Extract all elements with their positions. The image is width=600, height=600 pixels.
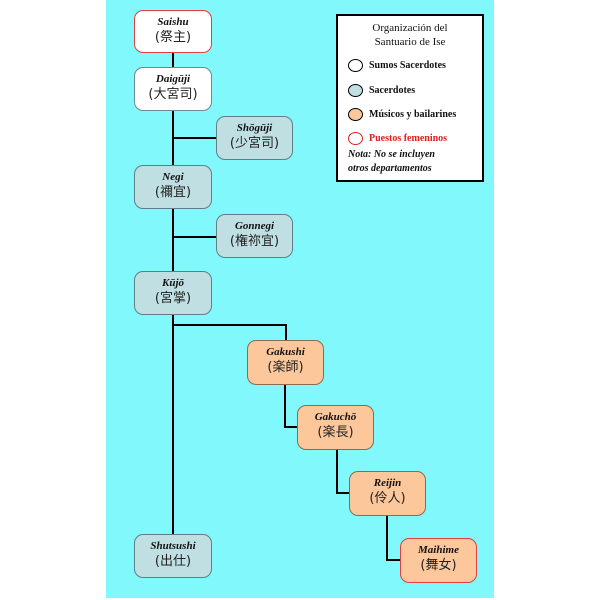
blue-circle-icon	[348, 83, 363, 97]
legend-title-line1: Organización del	[372, 22, 448, 34]
legend-label: Puestos femeninos	[369, 132, 448, 144]
node-gakucho: Gakuchō (楽長)	[297, 405, 374, 450]
legend-title: Organización del Santuario de Ise	[338, 21, 482, 50]
node-maihime: Maihime (舞女)	[400, 538, 477, 583]
node-romaji: Maihime	[418, 544, 459, 556]
node-kanji: (祭主)	[154, 29, 192, 45]
node-kanji: (宮掌)	[154, 290, 192, 306]
red-circle-icon	[348, 131, 363, 145]
node-romaji: Kūjō	[161, 277, 184, 289]
node-kanji: (少宮司)	[229, 135, 280, 151]
legend-item-priests: Sacerdotes	[348, 81, 415, 99]
node-negi: Negi (禰宜)	[134, 165, 212, 209]
node-kanji: (伶人)	[369, 490, 406, 506]
node-romaji: Reijin	[373, 477, 402, 489]
connector-reijin-maihime	[386, 516, 401, 561]
node-gakushi: Gakushi (楽師)	[247, 340, 324, 385]
node-kanji: (出仕)	[154, 553, 192, 569]
node-kanji: (舞女)	[420, 557, 457, 573]
connector-gakushi-gakucho	[284, 385, 298, 428]
node-kanji: (楽師)	[267, 359, 304, 375]
node-romaji: Shōgūji	[236, 122, 273, 134]
legend-label: Sacerdotes	[369, 84, 416, 96]
node-romaji: Gakuchō	[314, 411, 357, 423]
node-reijin: Reijin (伶人)	[349, 471, 426, 516]
legend-note: Nota: No se incluyen otros departamentos	[348, 148, 435, 175]
node-romaji: Gakushi	[266, 346, 305, 358]
node-kanji: (権祢宜)	[229, 233, 280, 249]
legend-item-musicians: Músicos y bailarines	[348, 105, 456, 123]
node-kanji: (楽長)	[317, 424, 354, 440]
node-romaji: Negi	[162, 171, 184, 183]
node-romaji: Saishu	[157, 16, 189, 28]
white-circle-icon	[348, 58, 363, 72]
node-shutsushi: Shutsushi (出仕)	[134, 534, 212, 578]
legend-title-line2: Santuario de Ise	[374, 36, 446, 49]
node-romaji: Shutsushi	[150, 540, 196, 552]
legend: Organización del Santuario de Ise Sumos …	[336, 14, 484, 182]
node-shoguji: Shōgūji (少宮司)	[216, 116, 293, 160]
legend-label: Músicos y bailarines	[369, 108, 457, 120]
legend-note-line2: otros departamentos	[348, 162, 432, 174]
node-kujo: Kūjō (宮掌)	[134, 271, 212, 315]
connector-gakucho-reijin	[336, 449, 350, 494]
node-saishu: Saishu (祭主)	[134, 10, 212, 53]
node-kanji: (大宮司)	[148, 86, 198, 102]
node-daiguji: Daigūji (大宮司)	[134, 67, 212, 111]
node-gonnegi: Gonnegi (権祢宜)	[216, 214, 293, 258]
orange-circle-icon	[348, 107, 363, 121]
legend-item-female: Puestos femeninos	[348, 129, 447, 147]
legend-note-line1: Nota: No se incluyen	[348, 149, 435, 160]
node-romaji: Daigūji	[155, 73, 191, 85]
legend-item-high-priests: Sumos Sacerdotes	[348, 56, 446, 74]
connector-kujo-gakushi	[173, 324, 287, 341]
node-kanji: (禰宜)	[154, 184, 192, 200]
legend-label: Sumos Sacerdotes	[369, 59, 446, 71]
node-romaji: Gonnegi	[234, 220, 275, 232]
